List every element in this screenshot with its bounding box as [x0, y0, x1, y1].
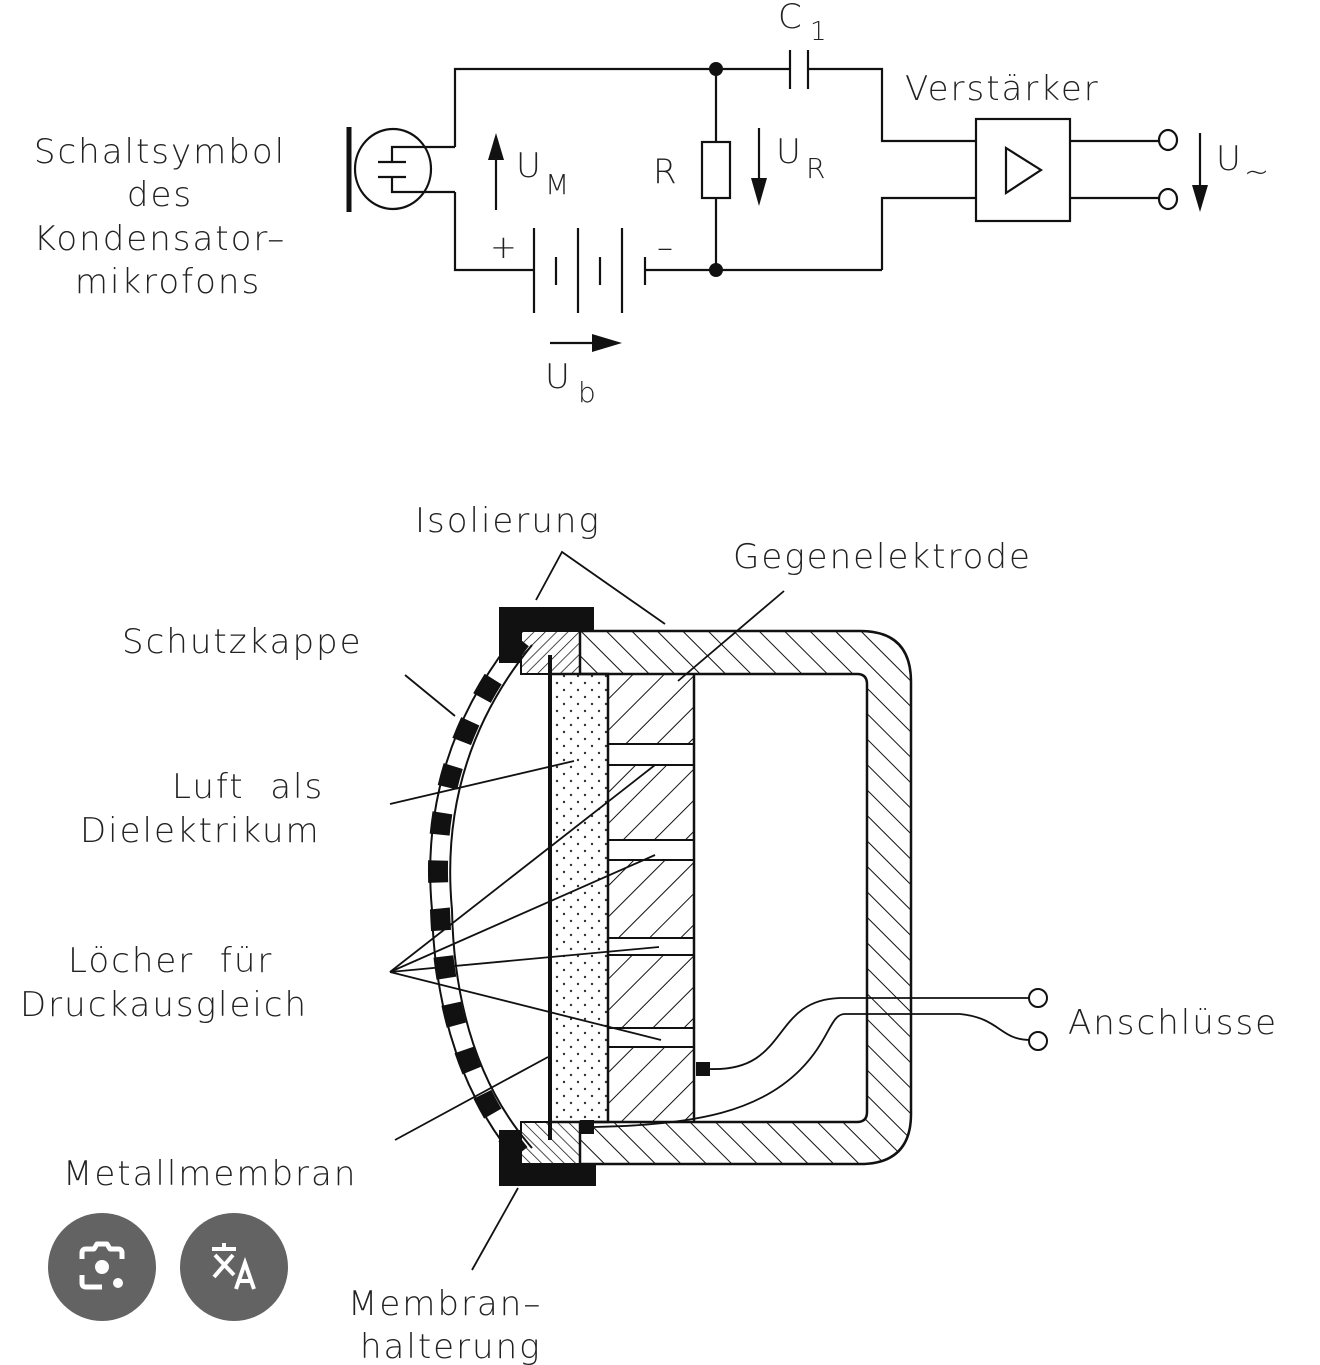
arrow-ur — [751, 128, 767, 206]
amplifier-label: Verstärker — [905, 69, 1100, 109]
insulation-top — [499, 607, 594, 663]
circuit-diagram: Schaltsymbol des Kondensator– mikrofons … — [34, 0, 1271, 409]
housing — [578, 629, 913, 1166]
output-terminal — [1157, 187, 1179, 211]
voltage-um-label: U — [516, 146, 543, 186]
output-terminal — [1157, 128, 1179, 152]
microphone-symbol — [346, 127, 455, 212]
voltage-um-sub: M — [545, 168, 571, 201]
mic-symbol-label-2: des — [127, 175, 193, 215]
lens-search-button[interactable] — [48, 1213, 156, 1321]
microphone-cross-section: Isolierung Gegenelektrode Schutzkappe Lu… — [20, 501, 1278, 1365]
lead-wire-1 — [709, 997, 1030, 1070]
arrow-ub — [550, 334, 622, 352]
voltage-ub-sub: b — [578, 376, 598, 409]
label-luft-1: Luft als — [172, 767, 324, 807]
label-membranhalterung-2: halterung — [360, 1327, 542, 1365]
label-metallmembran: Metallmembran — [63, 1154, 357, 1194]
counter-electrode — [607, 673, 696, 1123]
capacitor-label: C — [778, 0, 804, 37]
voltage-ur-sub: R — [806, 152, 827, 185]
label-gegenelektrode: Gegenelektrode — [733, 537, 1032, 577]
terminal — [1028, 1031, 1048, 1051]
wire-to-amp-top — [808, 67, 976, 143]
label-loecher-2: Druckausgleich — [20, 985, 308, 1025]
battery — [532, 228, 647, 313]
label-anschluesse: Anschlüsse — [1068, 1003, 1278, 1043]
arrow-output — [1192, 133, 1208, 212]
resistor-label: R — [653, 152, 679, 192]
label-schutzkappe: Schutzkappe — [122, 622, 363, 662]
terminal — [1028, 988, 1048, 1008]
voltage-ub-label: U — [545, 357, 572, 397]
arrow-um — [488, 133, 504, 210]
battery-minus: – — [657, 228, 675, 266]
mic-symbol-label-1: Schaltsymbol — [34, 132, 286, 172]
battery-plus: + — [490, 228, 519, 266]
insulation-bottom — [499, 1130, 596, 1186]
capacitor-c1 — [788, 50, 810, 89]
leader-lines — [389, 550, 785, 1271]
mic-symbol-label-4: mikrofons — [75, 262, 261, 302]
voltage-output-label: U — [1216, 139, 1243, 179]
translate-button[interactable] — [180, 1213, 288, 1321]
label-isolierung: Isolierung — [415, 501, 601, 541]
capacitor-label-sub: 1 — [810, 17, 829, 47]
wire-to-amp-bottom — [880, 196, 976, 270]
translate-icon — [212, 1243, 256, 1290]
voltage-output-sub: ~ — [1244, 155, 1271, 190]
protective-cap — [428, 633, 529, 1162]
amplifier — [974, 117, 1179, 223]
lead-wire-2 — [593, 1013, 1031, 1128]
wire-top — [453, 67, 716, 147]
label-loecher-1: Löcher für — [68, 941, 273, 981]
camera-lens-icon — [79, 1241, 125, 1290]
label-luft-2: Dielektrikum — [80, 811, 321, 851]
wire-bottom-left — [453, 192, 534, 272]
mic-symbol-label-3: Kondensator– — [34, 219, 287, 259]
resistor — [700, 69, 732, 270]
voltage-ur-label: U — [776, 132, 803, 172]
label-membranhalterung-1: Membran– — [348, 1284, 542, 1324]
